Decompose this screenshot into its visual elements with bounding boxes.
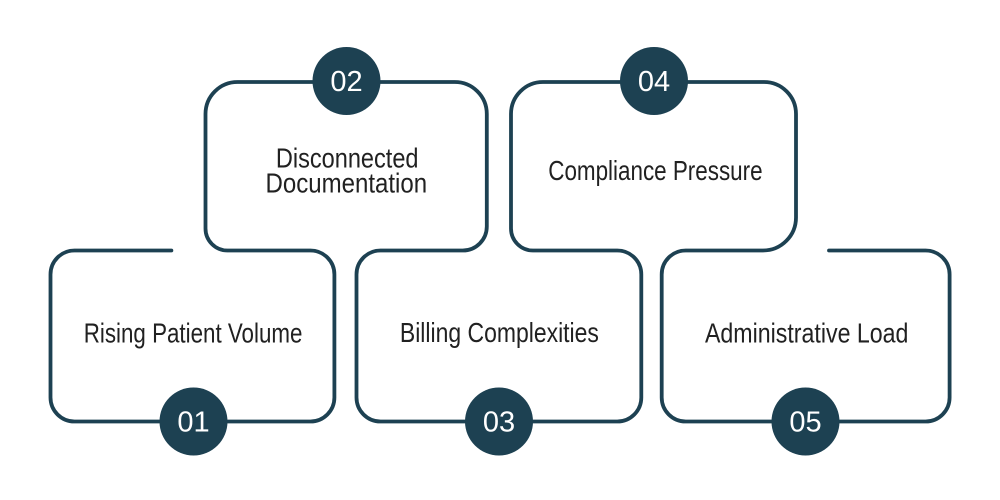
svg-text:Billing Complexities: Billing Complexities xyxy=(400,317,599,348)
svg-text:04: 04 xyxy=(638,66,670,98)
svg-text:02: 02 xyxy=(330,66,362,98)
svg-text:Documentation: Documentation xyxy=(266,167,428,198)
svg-text:Rising Patient Volume: Rising Patient Volume xyxy=(84,317,303,348)
svg-text:Compliance Pressure: Compliance Pressure xyxy=(548,155,762,186)
svg-text:01: 01 xyxy=(177,407,209,439)
svg-text:05: 05 xyxy=(789,407,821,439)
svg-text:03: 03 xyxy=(483,407,515,439)
svg-text:Disconnected: Disconnected xyxy=(276,143,419,174)
svg-text:Administrative Load: Administrative Load xyxy=(705,318,909,349)
